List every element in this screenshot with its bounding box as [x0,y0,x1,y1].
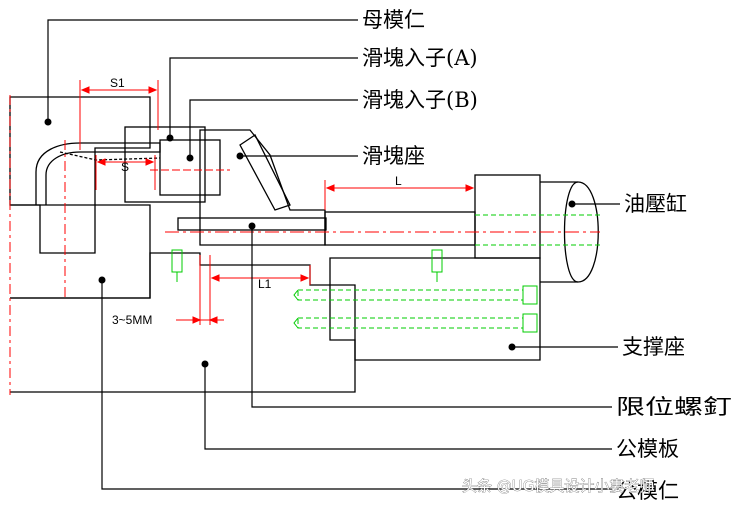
label-mother-core: 母模仁 [362,8,425,32]
leader-limit-screw [251,226,612,408]
leader-male-plate [204,364,612,450]
label-male-core: 公模仁 [616,479,679,503]
label-oil-cylinder: 油壓缸 [624,192,687,216]
label-slide-seat: 滑塊座 [362,144,425,168]
leader-mother-core [47,19,358,122]
dimension-lines [80,86,475,324]
label-limit-screw: 限位螺釘 [616,395,732,419]
screw-right [431,249,443,282]
dim-l: L [395,174,402,188]
leader-slide-insert-b [189,99,358,158]
dim-l1: L1 [258,277,272,291]
molded-part [35,142,161,205]
leader-slide-insert-a [169,57,358,138]
dim-gap: 3~5MM [112,313,152,327]
part-outlines [9,96,599,393]
leader-lines [47,19,620,490]
dim-s1: S1 [110,76,125,90]
oil-cylinder-body [474,174,541,259]
support-bolt-lower [293,313,538,333]
oil-cylinder-arc [563,181,579,283]
male-plate-block [10,252,356,393]
leader-male-core [101,280,612,490]
watermark: 头条 @UG模具设计小婁老师 [462,477,654,495]
support-bolt-upper [293,285,538,305]
male-core-block [10,204,151,299]
label-slide-insert-b: 滑塊入子(B) [362,88,478,112]
label-slide-insert-a: 滑塊入子(A) [362,46,478,70]
center-lines [9,80,600,395]
piston-rod [324,211,476,246]
label-support-seat: 支撑座 [622,335,685,359]
screw-left [171,249,183,282]
support-seat-block [329,257,541,361]
slide-seat-body [199,129,326,246]
molded-part-inner [59,151,161,161]
hidden-lines [171,214,600,333]
leader-dots [44,118,576,368]
slide-seat-wedge [239,134,291,211]
dim-s: S [121,160,129,174]
label-male-plate: 公模板 [616,437,679,461]
slide-insert-a-body [124,126,206,203]
